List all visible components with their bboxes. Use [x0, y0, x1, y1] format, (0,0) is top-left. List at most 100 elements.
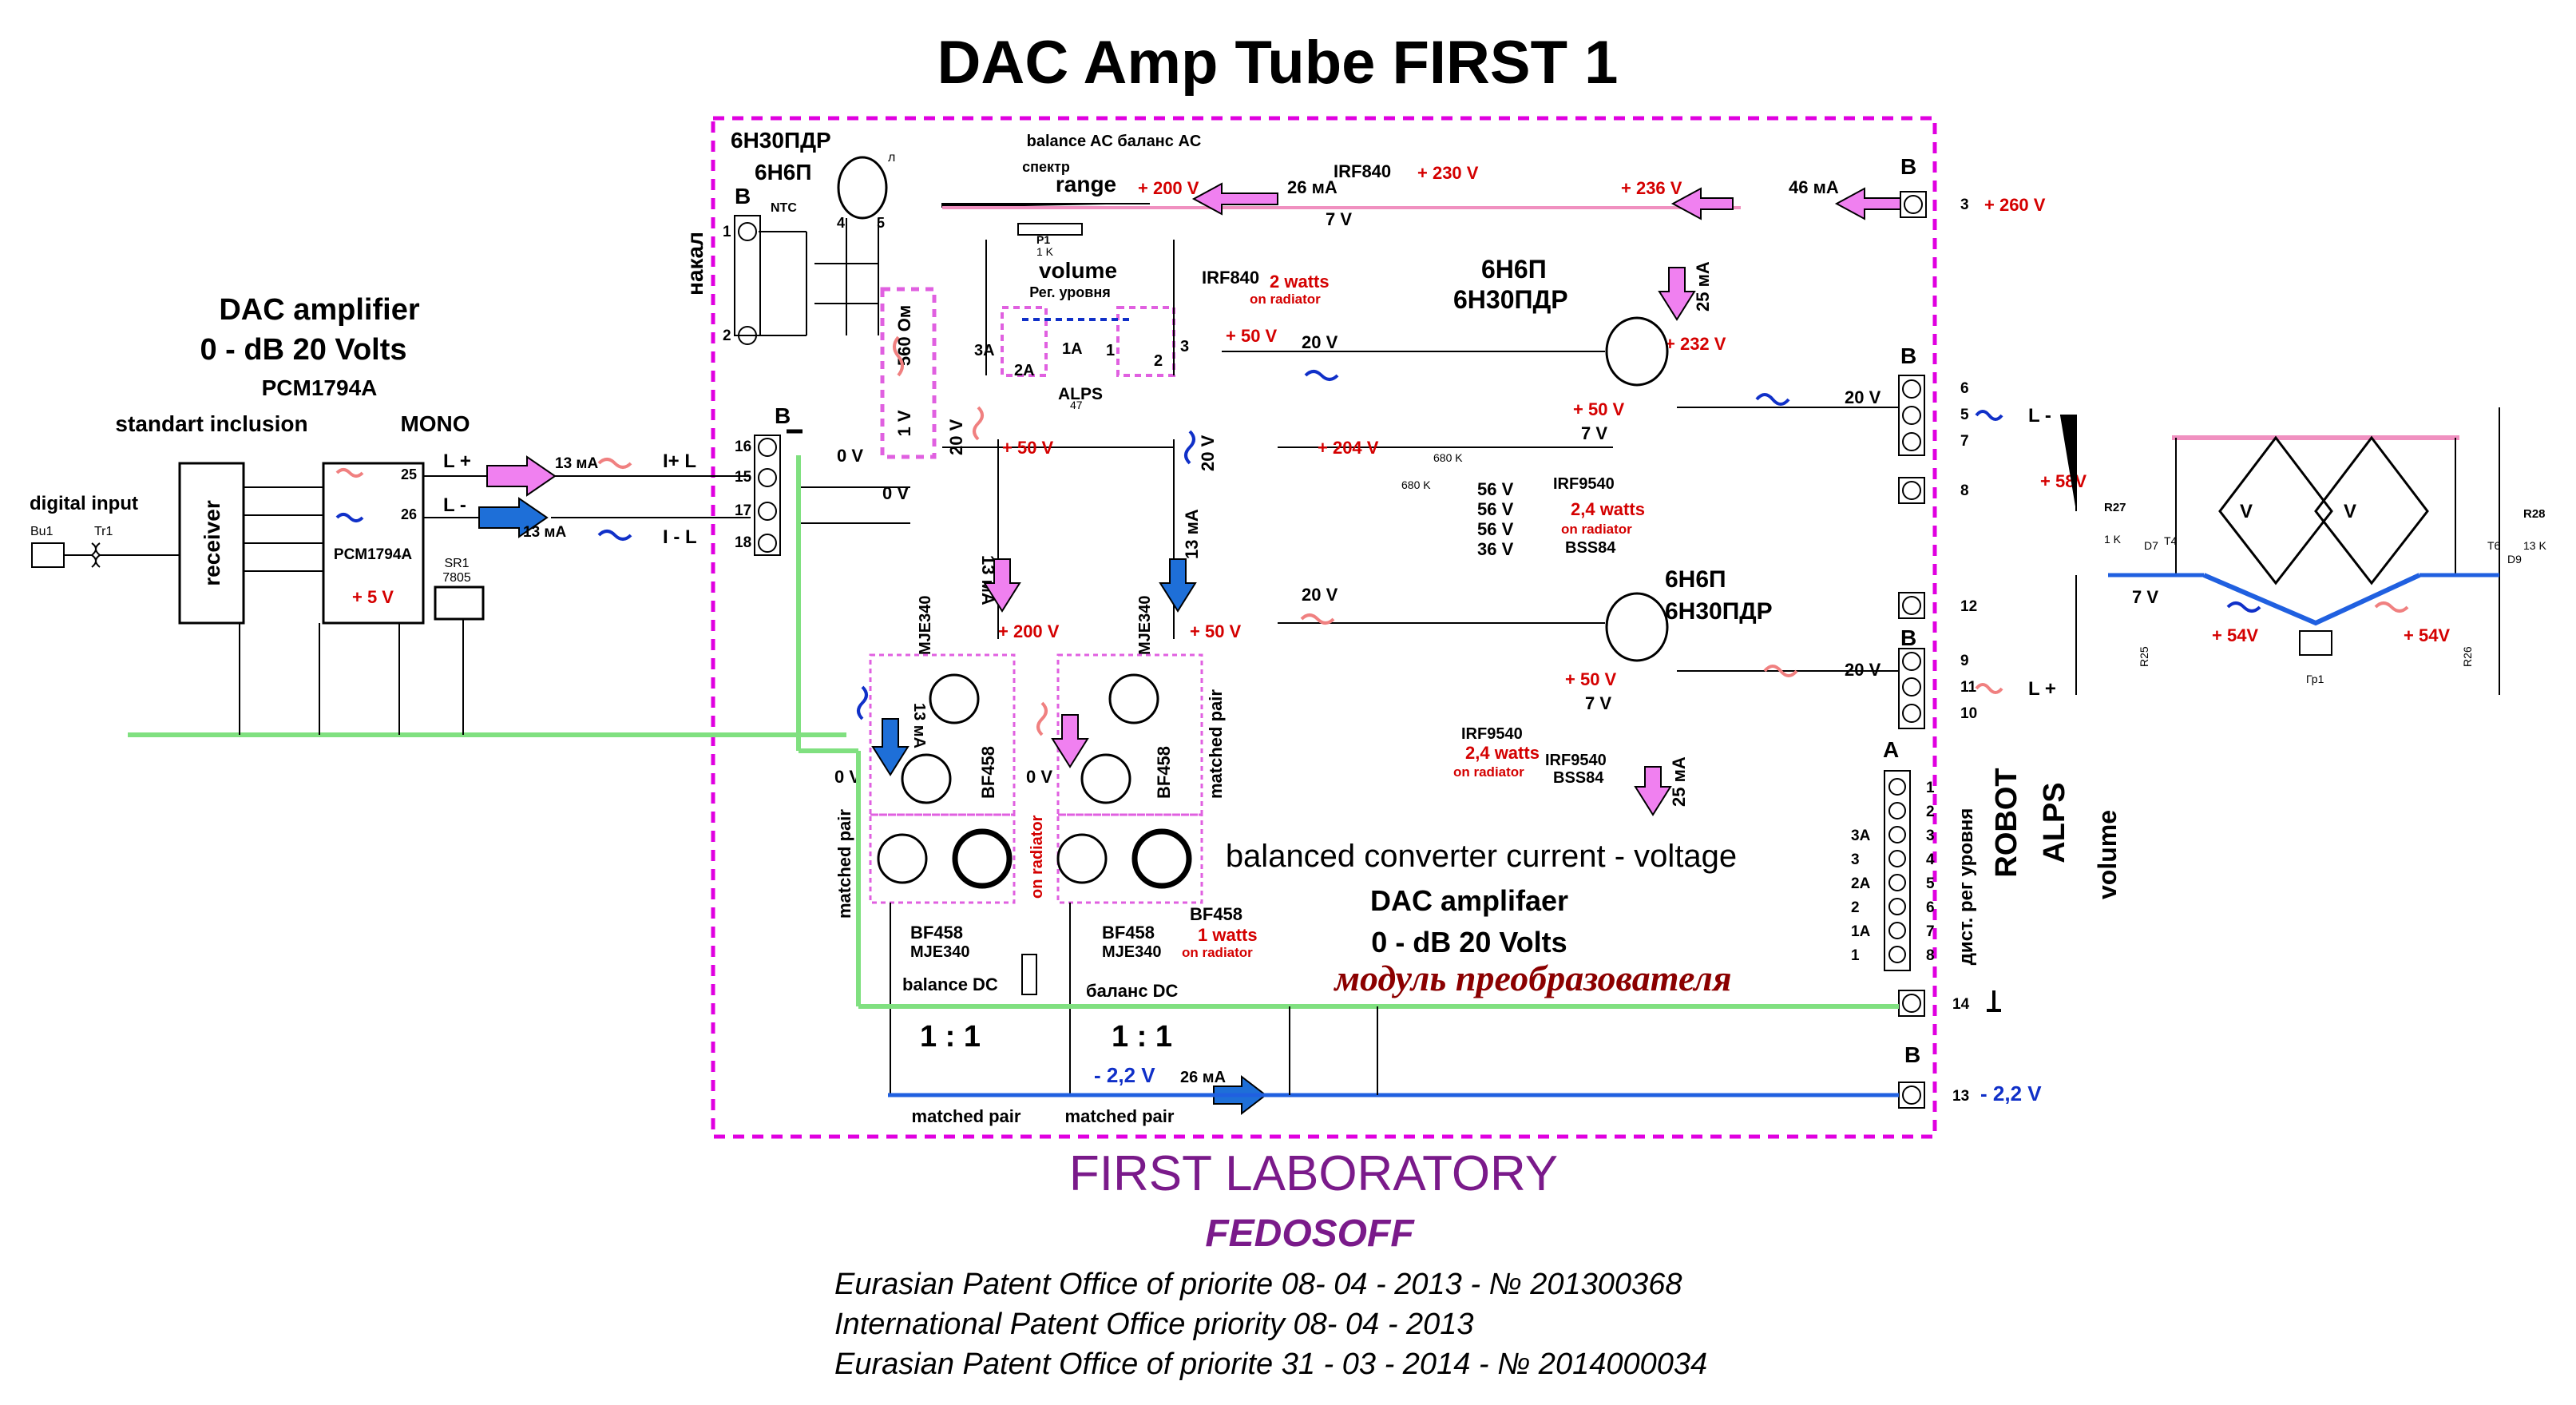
d7-label: D7 — [2144, 539, 2158, 552]
ma25-top: 25 мА — [1693, 261, 1713, 312]
lower-amplifier-stage: 6Н6П 6Н30ПДР 20 V + 50 V 7 V IRF9540 2,4… — [1278, 566, 2056, 816]
reg-label: Рег. уровня — [1029, 284, 1110, 300]
alps-1: 1 — [1106, 342, 1115, 359]
sr1-label: SR1 — [444, 557, 469, 570]
arrow-pink-down-icon — [1634, 766, 1672, 816]
on-radiator-upper: on radiator — [1561, 522, 1632, 537]
wave-blue-icon — [1975, 410, 2003, 421]
screw-icon — [1902, 432, 1921, 451]
ma25-lower: 25 мА — [1669, 756, 1689, 807]
terminal-a-pin: 6 — [1926, 899, 1935, 916]
terminal-b-left: B — [775, 403, 791, 428]
screw-icon — [1888, 850, 1906, 867]
cap-47-label: 47 — [1070, 399, 1083, 411]
screw-icon — [1888, 898, 1906, 915]
terminal-1: 1 — [723, 224, 731, 240]
ma13-r: 13 мА — [1182, 509, 1202, 559]
right-output-block: V V Гр1 R27 1 K R28 13 K T4 T6 D7 D9 7 V… — [2060, 407, 2546, 695]
tube-pin4: 4 — [837, 215, 845, 231]
terminal-7: 7 — [1960, 433, 1969, 450]
screw-icon — [1902, 652, 1921, 671]
wave-blue-icon — [2226, 601, 2261, 613]
ground-rail-vertical — [796, 455, 861, 1006]
watts-lower: 2,4 watts — [1465, 743, 1540, 763]
terminal-13: 13 — [1952, 1088, 1969, 1105]
r27-val: 1 K — [2104, 533, 2122, 546]
v0-4: 0 V — [1026, 767, 1052, 787]
screw-icon — [738, 326, 757, 345]
terminal-b-top-left: B — [735, 184, 751, 208]
screw-icon — [1888, 778, 1906, 796]
p1-label: P1 — [1036, 233, 1050, 246]
ntc-label: NTC — [771, 201, 797, 215]
plus50-a: + 50 V — [1226, 326, 1278, 346]
regulator-box — [434, 585, 485, 621]
terminal-a-pin-label: 1A — [1851, 923, 1871, 940]
wave-blue-icon — [1184, 430, 1195, 465]
plus54-r: + 54V — [2404, 625, 2450, 645]
matched-pair-box — [1056, 653, 1203, 816]
tube-mid-name2: 6Н30ПДР — [1453, 285, 1568, 314]
pcm-chip-label: PCM1794A — [334, 546, 412, 563]
top-power-rail: + 200 V 26 мА IRF840 + 230 V + 236 V 46 … — [942, 161, 1901, 387]
arrow-blue-down-icon — [871, 718, 910, 776]
terminal-6: 6 — [1960, 380, 1969, 397]
terminal-a-pin: 4 — [1926, 851, 1935, 868]
speaker-icon — [2299, 630, 2332, 656]
r25-label: R25 — [2138, 646, 2150, 667]
transformer-icon — [64, 542, 180, 568]
wave-blue-icon — [1304, 370, 1339, 381]
ma13-bot-label: 13 мА — [523, 524, 566, 541]
plus58: + 58V — [2040, 471, 2087, 491]
on-radiator-top: on radiator — [1250, 292, 1321, 307]
mje340-r: MJE340 — [1136, 596, 1154, 656]
irf9540-lower: IRF9540 — [1461, 725, 1523, 743]
module-russian: модуль преобразователя — [1333, 958, 1731, 998]
terminal-block-left — [754, 435, 781, 556]
bf458-b2: BF458 — [1102, 923, 1155, 943]
wave-blue-icon — [857, 685, 868, 720]
footer-author: FEDOSOFF — [1205, 1213, 1415, 1255]
tube-heater-area: 6Н30ПДР 6Н6П л 4 5 — [731, 128, 895, 335]
reg7805-label: 7805 — [442, 571, 471, 585]
wave-blue-icon — [1755, 393, 1790, 406]
screw-icon — [1904, 195, 1923, 214]
zener-56-1: 56 V — [1477, 479, 1514, 499]
r27-label: R27 — [2104, 501, 2126, 514]
terminal-b-bottom: B — [1904, 1042, 1920, 1067]
terminal-a-pin-label: 3 — [1851, 851, 1860, 868]
zener-36: 36 V — [1477, 539, 1514, 559]
d9-label: D9 — [2507, 553, 2522, 566]
tube-l-label: л — [888, 151, 895, 165]
v0-2: 0 V — [882, 483, 909, 503]
v7-top: 7 V — [1326, 209, 1352, 229]
potentiometer-range — [1017, 223, 1083, 236]
bridge-rectifier-icon — [2218, 435, 2333, 585]
zener-56-3: 56 V — [1477, 519, 1514, 539]
bf458-l: BF458 — [978, 746, 998, 799]
receiver-label: receiver — [200, 500, 224, 586]
plus232: + 232 V — [1665, 334, 1726, 354]
balance-dc: balance DC — [902, 974, 998, 994]
on-radiator-conv: on radiator — [1028, 815, 1046, 899]
plus200-conv: + 200 V — [998, 621, 1060, 641]
bf458-b1: BF458 — [910, 923, 963, 943]
l-minus-out: L - — [2028, 405, 2051, 427]
terminal-10: 10 — [1960, 705, 1977, 722]
arrow-pink-down-icon — [983, 558, 1021, 613]
on-radiator-lower: on radiator — [1453, 764, 1524, 780]
arrow-pink-icon — [1670, 187, 1734, 220]
mje340-b1: MJE340 — [910, 943, 970, 961]
wave-pink-icon — [973, 406, 984, 441]
tube-low-name1: 6Н6П — [1665, 566, 1726, 593]
terminal-a-pin-label: 2 — [1851, 899, 1860, 916]
ma26-top: 26 мА — [1287, 177, 1338, 197]
alps-2: 2 — [1154, 352, 1163, 370]
tube-icon — [1605, 592, 1669, 662]
v0-1: 0 V — [837, 446, 863, 466]
screw-icon — [1888, 802, 1906, 820]
v20-right: 20 V — [1198, 435, 1218, 471]
tr1-label: Tr1 — [94, 525, 113, 538]
mje340-l: MJE340 — [917, 596, 934, 656]
v1-label: 1 V — [894, 410, 914, 436]
